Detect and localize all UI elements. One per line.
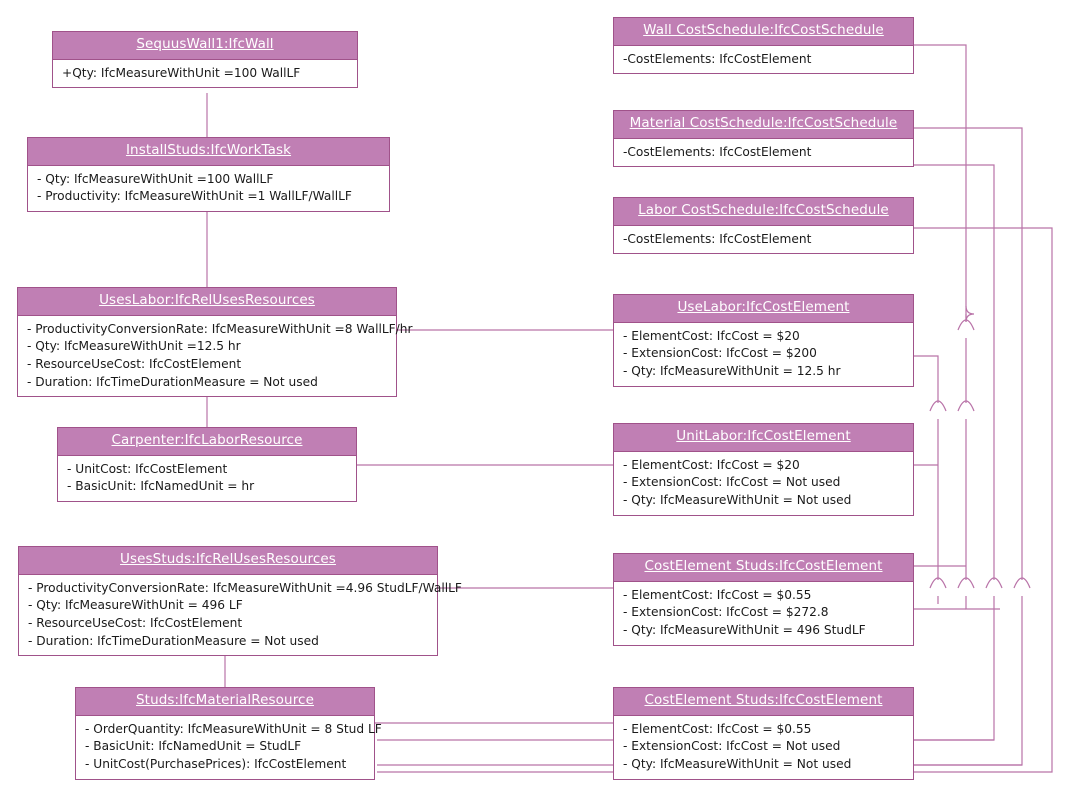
box-body-cost-element-studs-2: - ElementCost: IfcCost = $0.55 - Extensi… [614, 715, 913, 779]
attribute-row: - ExtensionCost: IfcCost = Not used [623, 739, 841, 754]
box-header-uses-labor: UsesLabor:IfcRelUsesResources [18, 288, 396, 316]
box-body-uses-labor: - ProductivityConversionRate: IfcMeasure… [18, 315, 413, 397]
box-header-sequus-wall: SequusWall1:IfcWall [53, 32, 357, 60]
attribute-row: - ElementCost: IfcCost = $0.55 [623, 587, 812, 602]
hop-bus-a-1 [965, 305, 975, 323]
box-body-labor-cost-schedule: -CostElements: IfcCostElement [614, 225, 913, 254]
box-body-sequus-wall: +Qty: IfcMeasureWithUnit =100 WallLF [53, 59, 357, 88]
box-header-wall-cost-schedule: Wall CostSchedule:IfcCostSchedule [614, 18, 913, 46]
box-header-carpenter: Carpenter:IfcLaborResource [58, 428, 356, 456]
object-box-studs-material[interactable]: Studs:IfcMaterialResource - OrderQuantit… [75, 687, 382, 780]
attribute-row: - Duration: IfcTimeDurationMeasure = Not… [27, 374, 318, 389]
object-box-wall-cost-schedule[interactable]: Wall CostSchedule:IfcCostSchedule -CostE… [613, 17, 914, 75]
hop-bus-e-row3 [929, 577, 947, 589]
object-box-unit-labor-cost[interactable]: UnitLabor:IfcCostElement - ElementCost: … [613, 423, 914, 516]
box-header-cost-element-studs-1: CostElement Studs:IfcCostElement [614, 554, 913, 582]
object-box-cost-element-studs-1[interactable]: CostElement Studs:IfcCostElement - Eleme… [613, 553, 914, 646]
attribute-row: +Qty: IfcMeasureWithUnit =100 WallLF [62, 65, 301, 80]
attribute-row: - OrderQuantity: IfcMeasureWithUnit = 8 … [85, 721, 382, 736]
attribute-row: - Qty: IfcMeasureWithUnit = 496 LF [28, 598, 243, 613]
attribute-row: - ExtensionCost: IfcCost = $200 [623, 346, 817, 361]
box-header-material-cost-schedule: Material CostSchedule:IfcCostSchedule [614, 111, 913, 139]
attribute-row: - Qty: IfcMeasureWithUnit = 12.5 hr [623, 363, 841, 378]
attribute-row: - BasicUnit: IfcNamedUnit = hr [67, 479, 255, 494]
attribute-row: - Qty: IfcMeasureWithUnit = 496 StudLF [623, 622, 866, 637]
attribute-row: - ElementCost: IfcCost = $20 [623, 457, 800, 472]
attribute-row: - UnitCost: IfcCostElement [67, 461, 228, 476]
hop-bus-a-row1 [957, 319, 975, 331]
attribute-row: - ResourceUseCost: IfcCostElement [28, 615, 243, 630]
attribute-row: - Qty: IfcMeasureWithUnit = Not used [623, 492, 852, 507]
attribute-row: -CostElements: IfcCostElement [623, 51, 812, 66]
box-body-cost-element-studs-1: - ElementCost: IfcCost = $0.55 - Extensi… [614, 581, 913, 645]
box-header-install-studs: InstallStuds:IfcWorkTask [28, 138, 389, 166]
object-box-install-studs[interactable]: InstallStuds:IfcWorkTask - Qty: IfcMeasu… [27, 137, 390, 212]
hop-bus-a-row3 [957, 577, 975, 589]
object-box-material-cost-schedule[interactable]: Material CostSchedule:IfcCostSchedule -C… [613, 110, 914, 168]
object-box-carpenter[interactable]: Carpenter:IfcLaborResource - UnitCost: I… [57, 427, 357, 502]
attribute-row: - BasicUnit: IfcNamedUnit = StudLF [85, 739, 302, 754]
hop-bus-c-row3 [985, 577, 1003, 589]
hop-bus-a-row2 [957, 400, 975, 412]
attribute-row: - ProductivityConversionRate: IfcMeasure… [27, 321, 413, 336]
hop-bus-b-row3 [1013, 577, 1031, 589]
attribute-row: - ElementCost: IfcCost = $0.55 [623, 721, 812, 736]
attribute-row: -CostElements: IfcCostElement [623, 231, 812, 246]
attribute-row: - ExtensionCost: IfcCost = Not used [623, 475, 841, 490]
box-header-labor-cost-schedule: Labor CostSchedule:IfcCostSchedule [614, 198, 913, 226]
attribute-row: - Qty: IfcMeasureWithUnit =12.5 hr [27, 339, 241, 354]
box-body-use-labor-cost: - ElementCost: IfcCost = $20 - Extension… [614, 322, 913, 386]
object-box-sequus-wall[interactable]: SequusWall1:IfcWall +Qty: IfcMeasureWith… [52, 31, 358, 89]
box-header-unit-labor-cost: UnitLabor:IfcCostElement [614, 424, 913, 452]
attribute-row: - Productivity: IfcMeasureWithUnit =1 Wa… [37, 189, 352, 204]
object-box-uses-labor[interactable]: UsesLabor:IfcRelUsesResources - Producti… [17, 287, 413, 398]
object-box-use-labor-cost[interactable]: UseLabor:IfcCostElement - ElementCost: I… [613, 294, 914, 387]
box-header-studs-material: Studs:IfcMaterialResource [76, 688, 374, 716]
hop-bus-e-row2 [929, 400, 947, 412]
object-box-labor-cost-schedule[interactable]: Labor CostSchedule:IfcCostSchedule -Cost… [613, 197, 914, 255]
bus-a-wall-schedule [914, 44, 1000, 610]
box-body-unit-labor-cost: - ElementCost: IfcCost = $20 - Extension… [614, 451, 913, 515]
box-body-carpenter: - UnitCost: IfcCostElement - BasicUnit: … [58, 455, 356, 501]
object-box-cost-element-studs-2[interactable]: CostElement Studs:IfcCostElement - Eleme… [613, 687, 914, 780]
object-box-uses-studs[interactable]: UsesStuds:IfcRelUsesResources - Producti… [18, 546, 462, 657]
attribute-row: - ElementCost: IfcCost = $20 [623, 328, 800, 343]
attribute-row: - UnitCost(PurchasePrices): IfcCostEleme… [85, 756, 347, 771]
box-body-install-studs: - Qty: IfcMeasureWithUnit =100 WallLF - … [28, 165, 389, 211]
attribute-row: - Duration: IfcTimeDurationMeasure = Not… [28, 633, 319, 648]
box-header-use-labor-cost: UseLabor:IfcCostElement [614, 295, 913, 323]
bus-e-uselabor [914, 355, 939, 604]
attribute-row: - ResourceUseCost: IfcCostElement [27, 356, 242, 371]
box-body-uses-studs: - ProductivityConversionRate: IfcMeasure… [19, 574, 462, 656]
attribute-row: - Qty: IfcMeasureWithUnit = Not used [623, 756, 852, 771]
attribute-row: -CostElements: IfcCostElement [623, 144, 812, 159]
attribute-row: - ExtensionCost: IfcCost = $272.8 [623, 605, 829, 620]
attribute-row: - Qty: IfcMeasureWithUnit =100 WallLF [37, 171, 274, 186]
box-header-uses-studs: UsesStuds:IfcRelUsesResources [19, 547, 437, 575]
attribute-row: - ProductivityConversionRate: IfcMeasure… [28, 580, 462, 595]
box-body-studs-material: - OrderQuantity: IfcMeasureWithUnit = 8 … [76, 715, 382, 779]
box-body-material-cost-schedule: -CostElements: IfcCostElement [614, 138, 913, 167]
box-header-cost-element-studs-2: CostElement Studs:IfcCostElement [614, 688, 913, 716]
box-body-wall-cost-schedule: -CostElements: IfcCostElement [614, 45, 913, 74]
